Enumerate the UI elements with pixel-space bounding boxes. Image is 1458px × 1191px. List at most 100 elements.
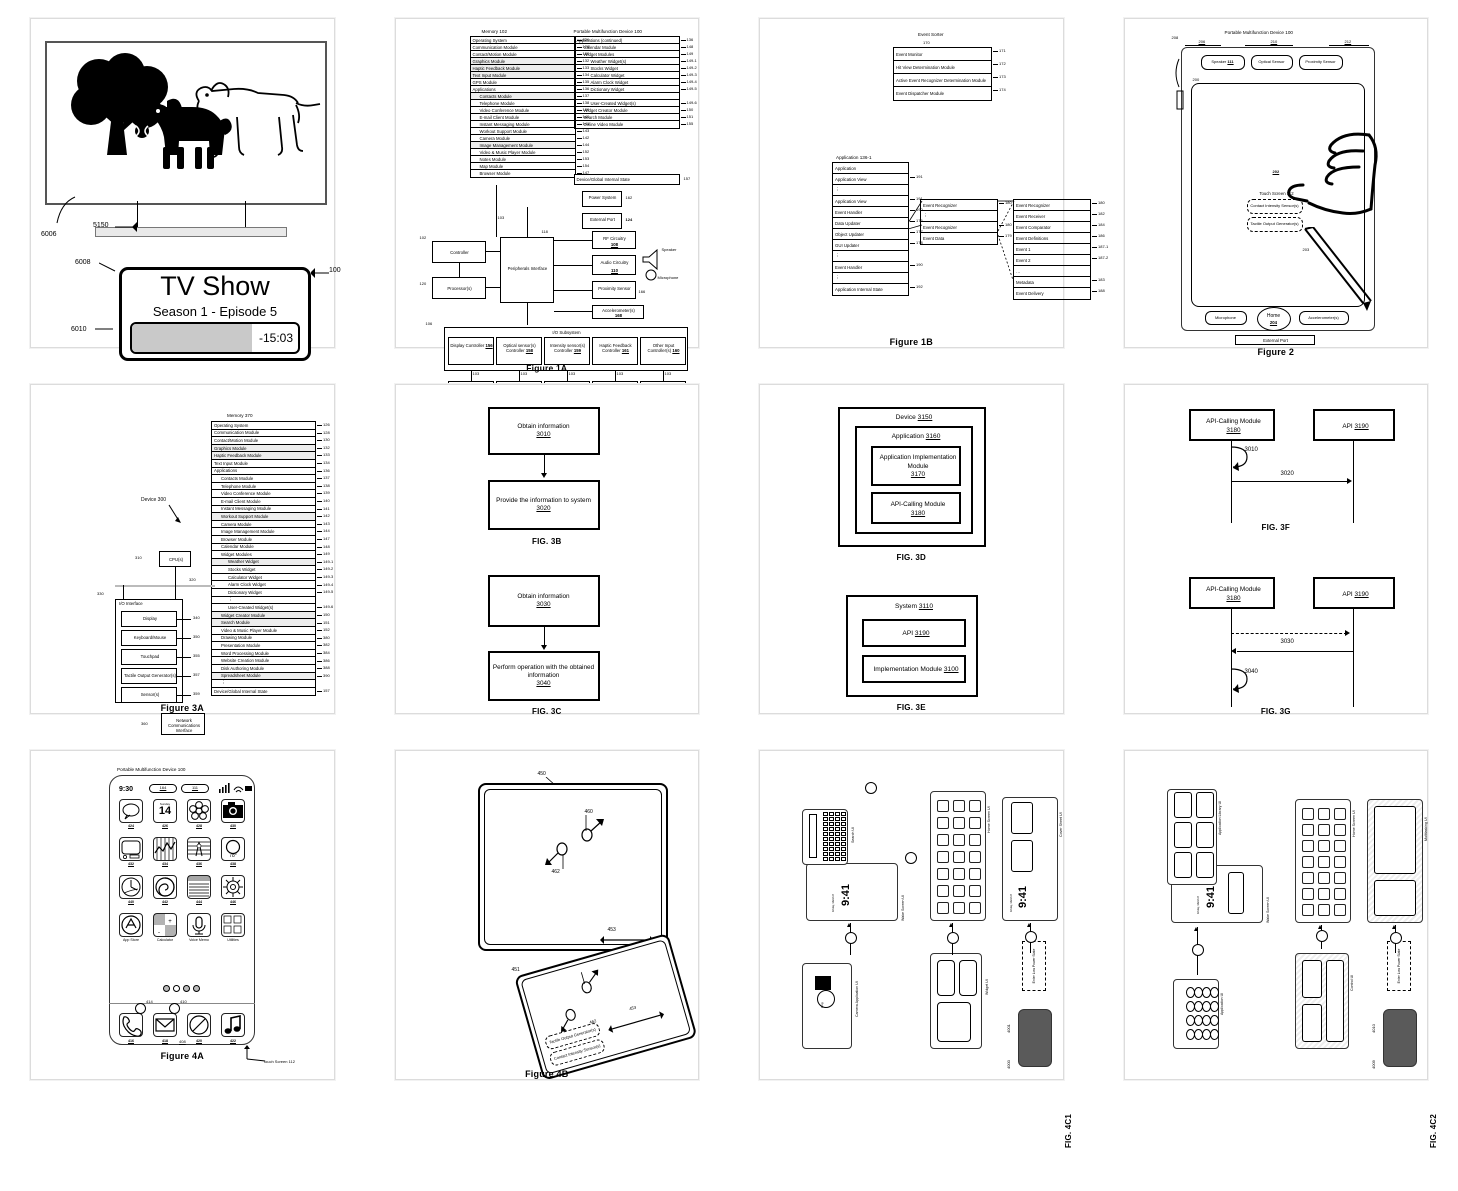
panel-fig3de-cell: Device 3150 Application 3160 Application… <box>729 366 1094 732</box>
mail-icon[interactable] <box>153 1013 177 1037</box>
module-row-label: Dictionary Widget <box>228 590 262 595</box>
panel-fig2-cell: Portable Multifunction Device 100 206 20… <box>1094 0 1458 366</box>
camera-app-4c1: Dog <box>802 963 852 1049</box>
maps-icon[interactable] <box>187 837 211 861</box>
app-store-icon[interactable] <box>119 913 143 937</box>
module-row: Operating System <box>212 422 315 430</box>
impl-3100-text: Implementation Module <box>873 666 942 673</box>
contact-intensity-pill-label: Contact Intensity Sensor(s) <box>1250 204 1298 209</box>
utilities-icon[interactable] <box>221 913 245 937</box>
weather-icon[interactable]: 78° <box>221 837 245 861</box>
page-dot[interactable] <box>193 985 200 992</box>
widget-ui-label-4c1: Widget UI <box>986 979 990 995</box>
app-icon-label: 442 <box>153 900 177 904</box>
mini-library-folder <box>1174 852 1192 878</box>
flow-node <box>845 932 857 944</box>
module-row-label: Map Module <box>480 164 504 169</box>
ref-310: 310 <box>135 555 142 560</box>
page-dot[interactable] <box>173 985 180 992</box>
calculator-icon[interactable]: +- <box>153 913 177 937</box>
app-icon-label: 444 <box>187 900 211 904</box>
module-row: Metadata <box>1014 277 1090 288</box>
module-row: Map Module <box>471 163 575 170</box>
module-row-label: Dictionary Widget <box>591 87 625 92</box>
photos-icon[interactable] <box>187 799 211 823</box>
flow-node <box>1390 932 1402 944</box>
module-row-label: Event Delivery <box>1016 291 1044 296</box>
music-icon[interactable] <box>221 1013 245 1037</box>
progress-bar[interactable]: -15:03 <box>130 322 300 354</box>
page-dot[interactable] <box>163 985 170 992</box>
browser-icon[interactable] <box>187 1013 211 1037</box>
module-row: Contacts Module <box>471 93 575 100</box>
mini-key <box>841 827 846 831</box>
panel-fig4c2-cell: FIG. 4C2 Enter Low Power State 4009 4010… <box>1094 732 1458 1098</box>
tactile-output-pill: Tactile Output Generator(s) <box>1247 217 1303 232</box>
module-ref: 137 <box>583 93 590 98</box>
io-subsystem-label: I/O Subsystem <box>445 330 689 335</box>
api-box-3f: API 3190 <box>1313 409 1395 441</box>
phone-icon[interactable] <box>119 1013 143 1037</box>
module-row: ⋮ <box>212 680 315 688</box>
voice-memo-icon[interactable] <box>187 913 211 937</box>
ref-157: 157 <box>684 176 691 181</box>
module-row: ⋮ <box>921 211 997 222</box>
module-ref: 192 <box>916 284 923 289</box>
mini-key <box>823 832 828 836</box>
module-ref: 390 <box>323 673 330 678</box>
application-ui-4c2 <box>1173 979 1219 1049</box>
notes-icon[interactable] <box>187 875 211 899</box>
page-dot[interactable] <box>183 985 190 992</box>
mini-key <box>823 847 828 851</box>
clock-icon[interactable] <box>119 875 143 899</box>
module-row: Calculator Widget <box>575 72 679 79</box>
module-ref: 143 <box>323 521 330 526</box>
module-row: Event Delivery <box>1014 288 1090 299</box>
control-ui-label-4c2: Control UI <box>1351 975 1355 991</box>
status-pill-111-label: 111 <box>192 786 198 791</box>
mini-app-icon <box>1334 840 1346 852</box>
mini-library-folder <box>1174 822 1192 848</box>
stocks-icon[interactable] <box>153 837 177 861</box>
api-calling-label-3d: API-Calling Module 3180 <box>873 501 963 518</box>
mini-app-icon <box>937 817 949 829</box>
multitasking-ui-label-4c2: Multitasking UI <box>1425 817 1429 841</box>
mini-app-icon <box>1334 856 1346 868</box>
mini-key <box>829 857 834 861</box>
module-row-label: Image Management Module <box>480 143 534 148</box>
fig4c1-label: FIG. 4C1 <box>1064 1071 1073 1191</box>
module-row-label: Text Input Module <box>214 461 248 466</box>
module-row: Graphics Module <box>471 58 575 65</box>
mini-key <box>823 837 828 841</box>
flow-node <box>1316 930 1328 942</box>
module-row-label: Telephone Module <box>480 101 515 106</box>
module-ref: 150 <box>323 612 330 617</box>
camera-icon[interactable] <box>221 799 245 823</box>
home-button[interactable]: Home 204 <box>1257 307 1291 331</box>
mini-app-icon <box>937 851 949 863</box>
memory-title: Memory 102 <box>482 29 508 34</box>
module-row-label: Event Recognizer <box>923 225 957 230</box>
microphone-pill-label: Microphone <box>1215 316 1236 321</box>
device-title-4a: Portable Multifunction Device 100 <box>117 767 185 772</box>
module-row: Stocks Widget <box>575 65 679 72</box>
module-row-label: Image Management Module <box>221 529 275 534</box>
module-row: E-mail Client Module <box>212 498 315 506</box>
workout-icon[interactable] <box>153 875 177 899</box>
settings-icon[interactable] <box>221 875 245 899</box>
module-row-label: Operating System <box>473 38 507 43</box>
msg-3030-label: 3030 <box>1281 639 1294 645</box>
module-row: Weather Widget(s) <box>575 58 679 65</box>
video-icon[interactable] <box>119 837 143 861</box>
flow-arrowhead <box>847 923 851 927</box>
module-row-label: Haptic Feedback Module <box>473 66 521 71</box>
external-port-box: External Port <box>582 213 622 229</box>
io-controller-label: Optical sensor(s) Controller 158 <box>497 343 543 353</box>
ref-200: 200 <box>1193 77 1200 82</box>
module-row: Application View <box>833 196 908 207</box>
module-row: Operating System <box>471 37 575 44</box>
messages-icon[interactable] <box>119 799 143 823</box>
